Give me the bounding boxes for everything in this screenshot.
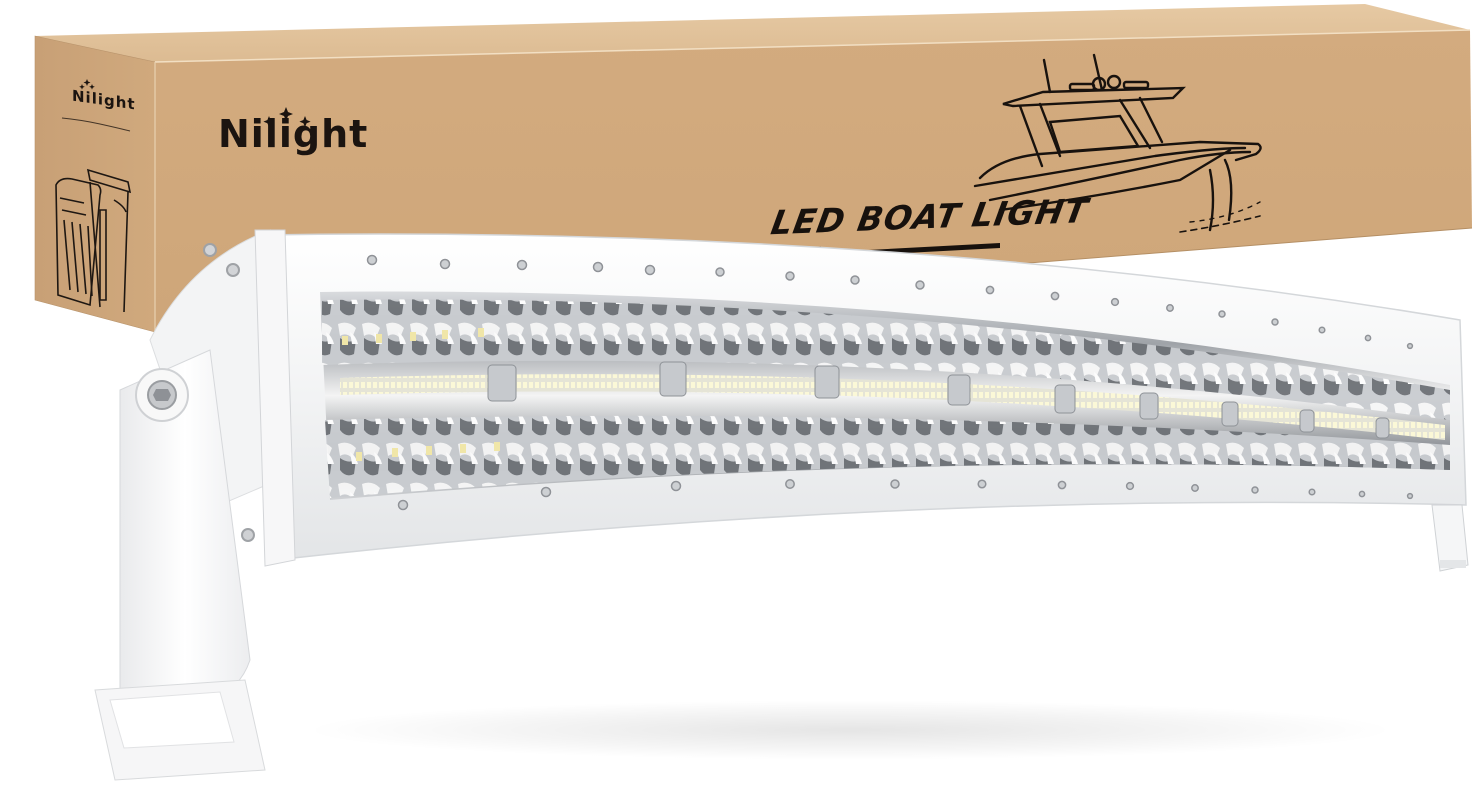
left-mounting-bracket (94, 229, 279, 781)
brand-stars-icon (263, 107, 311, 128)
floor-shadow (300, 700, 1400, 760)
side-lightbar-illustration (55, 168, 132, 313)
housing-screws (366, 254, 1414, 350)
right-mounting-foot (1431, 504, 1469, 572)
box-brand-logo: Nilight (218, 112, 369, 156)
boat-illustration-icon (973, 53, 1262, 233)
